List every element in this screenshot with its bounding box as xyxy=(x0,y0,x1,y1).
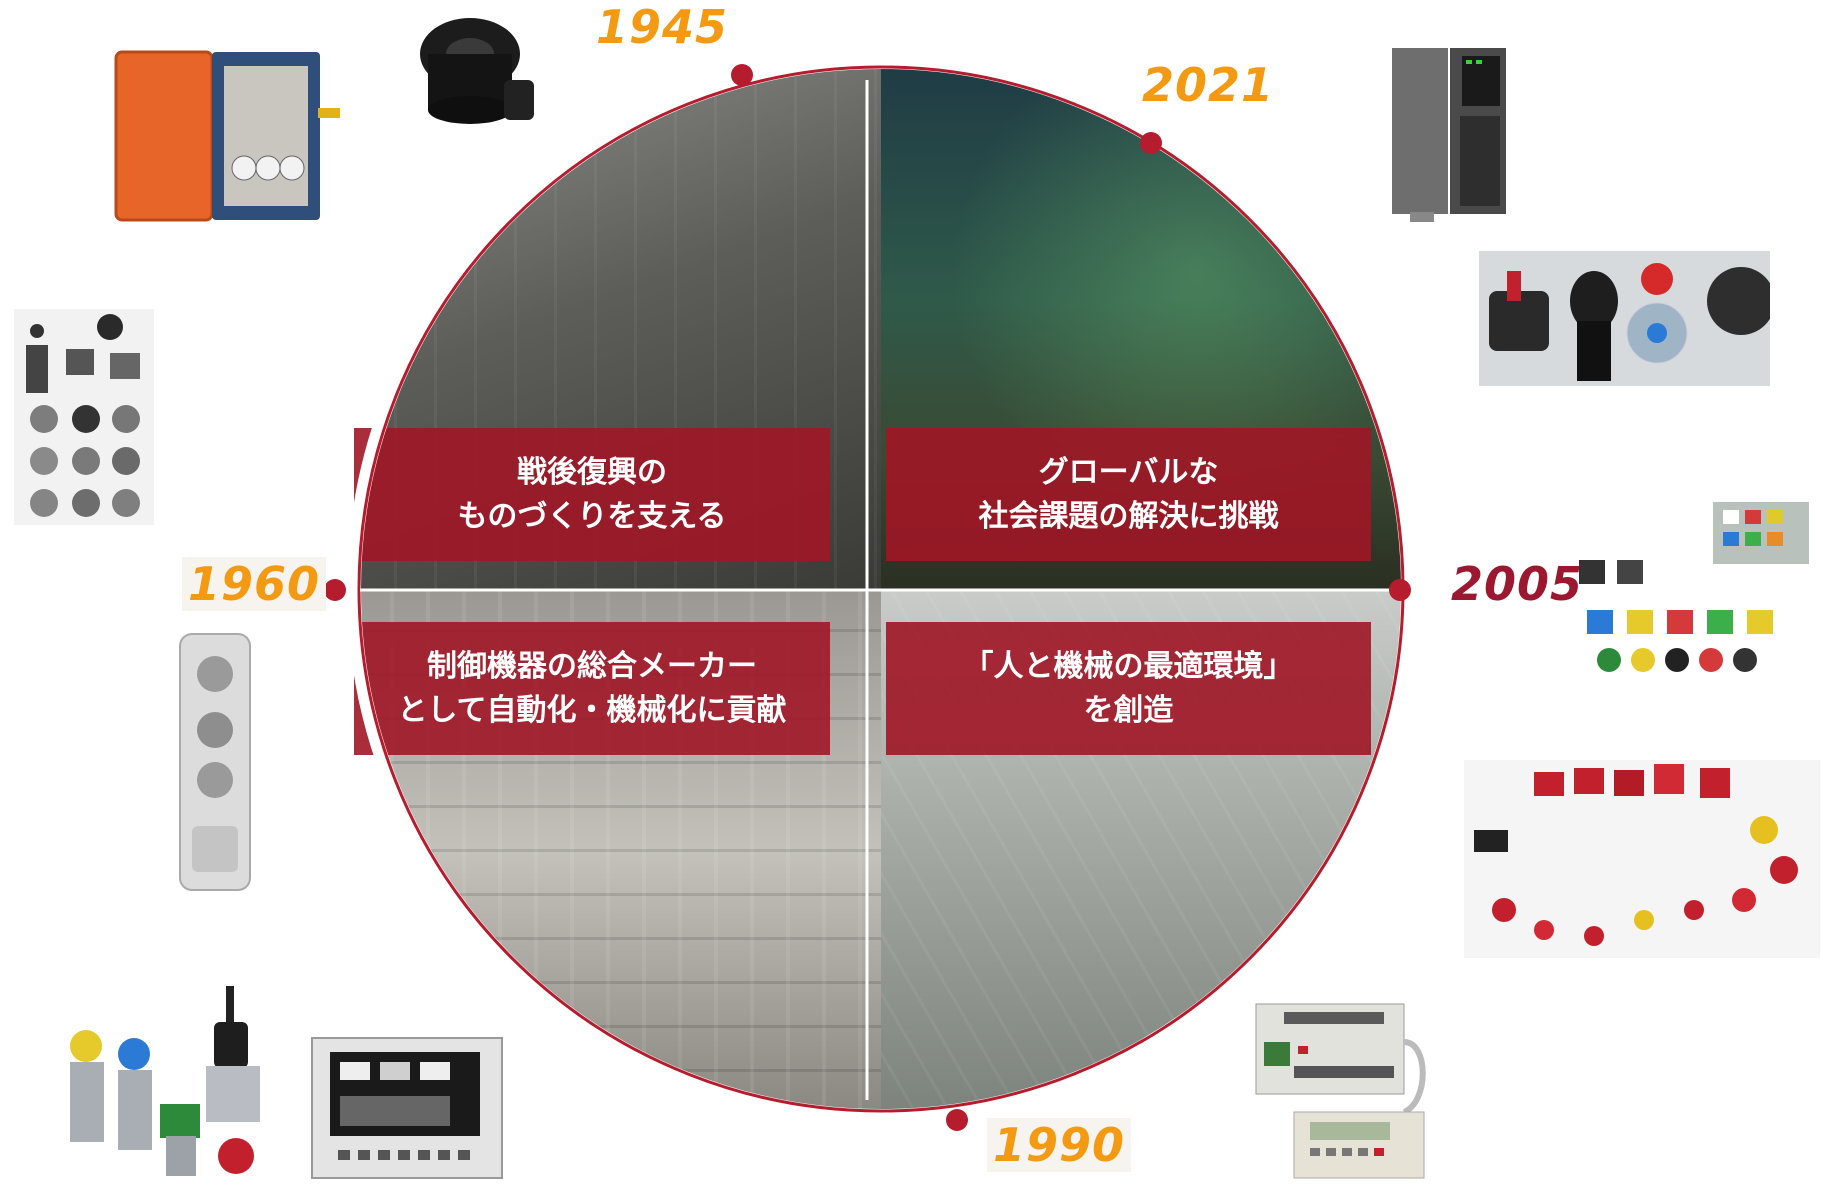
pilot-light-joystick-product-image xyxy=(70,986,260,1176)
control-switch-lineup-product-image xyxy=(14,309,154,525)
caption-postwar-line2: ものづくりを支える xyxy=(457,498,727,534)
joystick-switches-product-image xyxy=(1479,251,1770,386)
caption-environment: 「人と機械の最適環境」 を創造 xyxy=(886,622,1371,755)
caption-postwar-line1: 戦後復興の xyxy=(517,454,667,490)
programmable-controller-product-image xyxy=(1255,1003,1426,1179)
caption-environment-line2: を創造 xyxy=(1083,692,1174,728)
caption-automation-line1: 制御機器の総合メーカー xyxy=(427,648,757,684)
year-1945: 1945 xyxy=(596,0,729,54)
dot-2005 xyxy=(1389,579,1411,601)
dot-2021 xyxy=(1140,132,1162,154)
caption-environment-line1: 「人と機械の最適環境」 xyxy=(963,648,1294,684)
safety-device-lineup-product-image xyxy=(1464,760,1820,958)
buzzer-product-image xyxy=(420,18,534,124)
switch-box-product-image xyxy=(114,50,340,222)
caption-global-line1: グローバルな xyxy=(1038,454,1219,490)
year-1960: 1960 xyxy=(182,557,327,611)
touch-panel-display-product-image xyxy=(311,1037,503,1179)
year-1990: 1990 xyxy=(987,1118,1132,1172)
dot-1960 xyxy=(324,579,346,601)
plc-controller-product-image xyxy=(1392,48,1506,222)
caption-postwar: 戦後復興の ものづくりを支える xyxy=(354,428,830,561)
caption-global-line2: 社会課題の解決に挑戦 xyxy=(978,498,1279,534)
pendant-switch-product-image xyxy=(179,633,251,891)
dot-1990 xyxy=(946,1109,968,1131)
caption-automation-line2: として自動化・機械化に貢献 xyxy=(397,692,787,728)
year-2005: 2005 xyxy=(1451,557,1584,611)
caption-automation: 制御機器の総合メーカー として自動化・機械化に貢献 xyxy=(354,622,830,755)
dot-1945 xyxy=(731,64,753,86)
pushbutton-lineup-product-image xyxy=(1579,502,1809,672)
year-2021: 2021 xyxy=(1142,58,1275,112)
caption-global: グローバルな 社会課題の解決に挑戦 xyxy=(886,428,1371,561)
